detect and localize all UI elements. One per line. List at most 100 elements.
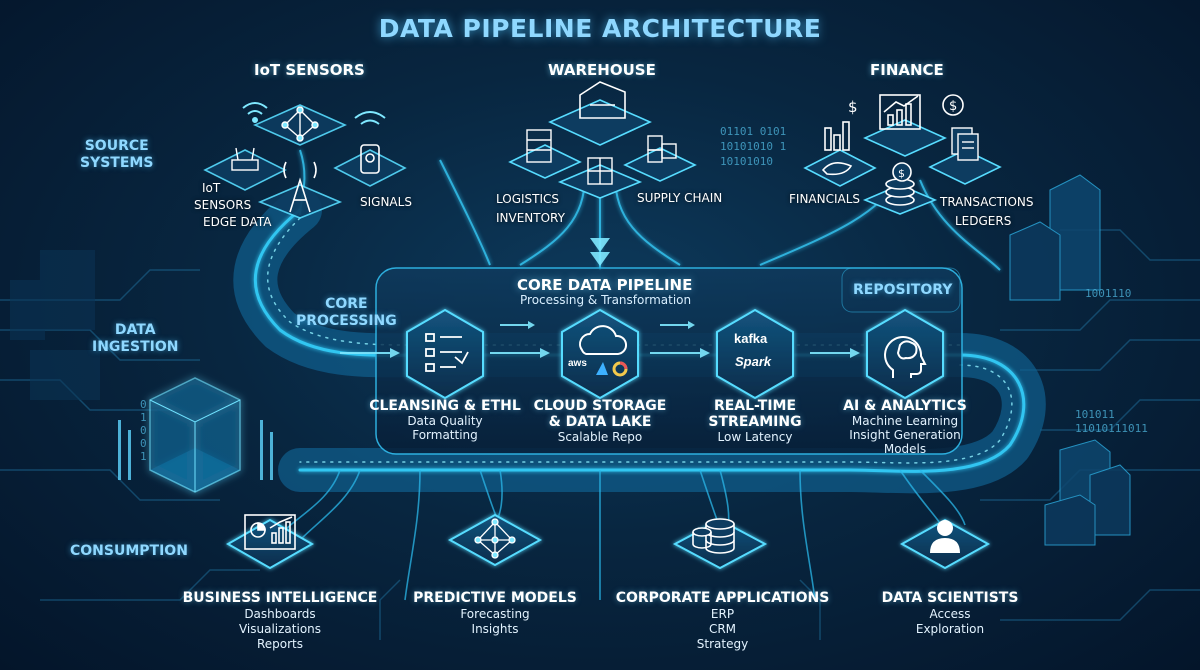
brain-head-icon: [884, 336, 927, 378]
binary-text: 10101010: [720, 155, 773, 168]
consumption-feed-lines: [284, 469, 966, 601]
warehouse-label: SUPPLY CHAIN: [637, 191, 723, 205]
consumer-detail: Insights: [471, 622, 519, 636]
core-pipeline-subtitle: Processing & Transformation: [520, 293, 692, 307]
router-icon: [231, 147, 259, 171]
stage-ai-analytics: AI & ANALYTICS Machine Learning Insight …: [825, 398, 985, 456]
network-hub-icon: [281, 106, 319, 142]
iot-label: SENSORS: [194, 198, 252, 212]
consumer-detail: Visualizations: [238, 622, 322, 636]
consumer-detail: ERP: [710, 607, 735, 621]
checklist-icon: [425, 333, 469, 372]
stage-detail: Data Quality: [407, 414, 483, 428]
cloud-icon: [579, 325, 627, 355]
iot-label: SIGNALS: [360, 195, 412, 209]
section-data-ingestion: DATA INGESTION: [92, 322, 178, 356]
money-hand-icon: [821, 162, 853, 176]
source-finance-title: FINANCE: [870, 61, 944, 79]
consumer-detail: Access: [929, 607, 971, 621]
shelving-icon: [526, 129, 552, 163]
growth-chart-icon: [879, 94, 921, 130]
warehouse-down-arrow: [590, 238, 610, 266]
svg-text:$: $: [949, 99, 957, 114]
background-buildings-left: [10, 250, 100, 400]
section-label: SOURCE SYSTEMS: [80, 138, 154, 171]
stage-detail: Low Latency: [717, 430, 793, 444]
consumer-business-intelligence: BUSINESS INTELLIGENCE Dashboards Visuali…: [170, 590, 390, 652]
binary-text: 11010111011: [1075, 422, 1148, 435]
stage-detail: Machine Learning: [851, 414, 959, 428]
core-pipeline-title: CORE DATA PIPELINE: [517, 276, 693, 294]
iot-label: IoT: [202, 181, 221, 195]
binary-text: 1001110: [1085, 287, 1132, 300]
iot-label: EDGE DATA: [203, 215, 272, 229]
data-ingestion-cube: [149, 377, 241, 493]
consumer-data-scientists: DATA SCIENTISTS Access Exploration: [865, 590, 1035, 637]
finance-label: FINANCIALS: [789, 192, 861, 206]
cube-data-bars: [118, 420, 273, 480]
stage-arrows: [340, 321, 860, 358]
stage-cloud-storage: CLOUD STORAGE & DATA LAKE Scalable Repo: [520, 398, 680, 444]
stage-streaming: REAL-TIME STREAMING Low Latency: [675, 398, 835, 444]
consumer-name: BUSINESS INTELLIGENCE: [182, 590, 378, 606]
section-core-processing: CORE PROCESSING: [296, 296, 397, 330]
signal-icon: [354, 111, 386, 125]
background-buildings-right: [1009, 174, 1131, 546]
svg-text:$: $: [898, 167, 905, 180]
coin-stack-icon: $: [885, 162, 915, 206]
binary-text: 101011: [1075, 408, 1115, 421]
consumer-corporate-applications: CORPORATE APPLICATIONS ERP CRM Strategy: [600, 590, 845, 652]
aws-logo-icon: aws: [568, 358, 587, 369]
spark-logo-icon: Spark: [735, 354, 772, 369]
source-iot-title: IoT SENSORS: [254, 61, 365, 79]
consumer-detail: Strategy: [696, 637, 749, 651]
core-pipeline-panel: [375, 267, 963, 455]
source-warehouse-title: WAREHOUSE: [548, 61, 656, 79]
consumer-detail: Reports: [256, 637, 304, 651]
consumer-predictive-models: PREDICTIVE MODELS Forecasting Insights: [395, 590, 595, 637]
warehouse-label: INVENTORY: [496, 211, 565, 225]
crates-icon: [647, 135, 677, 163]
consumer-name: CORPORATE APPLICATIONS: [615, 590, 830, 606]
database-icon: [692, 518, 735, 554]
stage-name: REAL-TIME STREAMING: [708, 398, 802, 430]
binary-text: 01101 0101: [720, 125, 787, 138]
section-consumption: CONSUMPTION: [70, 543, 188, 559]
warehouse-label: LOGISTICS: [496, 192, 560, 206]
finance-label: TRANSACTIONS: [940, 195, 1034, 209]
gcp-logo-icon: [612, 361, 628, 377]
smartphone-icon: [360, 144, 380, 174]
stage-name: AI & ANALYTICS: [843, 398, 967, 414]
consumer-detail: CRM: [708, 622, 737, 636]
section-repository: REPOSITORY: [853, 282, 953, 298]
stage-detail: Insight Generation: [849, 428, 961, 442]
user-icon: [930, 520, 960, 553]
wifi-icon: [242, 102, 268, 123]
consumer-name: DATA SCIENTISTS: [881, 590, 1019, 606]
consumer-name: PREDICTIVE MODELS: [413, 590, 577, 606]
finance-label: LEDGERS: [955, 214, 1012, 228]
stage-cleansing: CLEANSING & ETHL Data Quality Formatting: [365, 398, 525, 442]
bar-chart-icon: $: [824, 98, 858, 151]
consumer-detail: Dashboards: [244, 607, 316, 621]
neural-network-icon: [474, 518, 516, 559]
stage-detail: Scalable Repo: [557, 430, 643, 444]
consumer-detail: Exploration: [915, 622, 985, 636]
warehouse-building-icon: [579, 81, 626, 119]
dashboard-chart-icon: [244, 514, 296, 550]
consumption-hexagons: [225, 513, 991, 570]
documents-icon: [951, 127, 979, 161]
stage-detail: Formatting: [412, 428, 478, 442]
kafka-logo-icon: kafka: [734, 331, 768, 346]
consumer-detail: Forecasting: [460, 607, 530, 621]
stage-hexagons: [406, 308, 944, 400]
svg-text:$: $: [848, 98, 858, 116]
binary-text: 0 1 0 0 1: [140, 398, 147, 463]
binary-text: 10101010 1: [720, 140, 787, 153]
section-label: CORE PROCESSING: [296, 296, 397, 329]
stage-detail: Models: [883, 442, 927, 456]
stage-name: CLOUD STORAGE & DATA LAKE: [533, 398, 667, 430]
azure-logo-icon: [596, 362, 608, 375]
cell-tower-icon: [283, 161, 317, 213]
